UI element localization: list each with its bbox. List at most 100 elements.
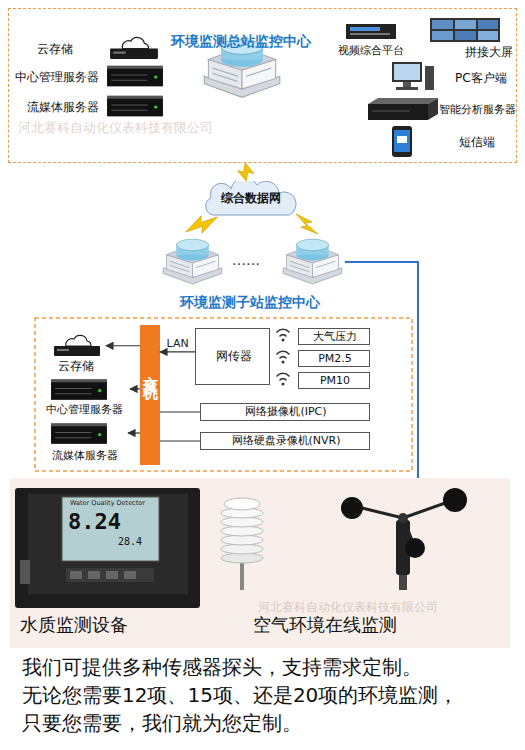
photo-band: [10, 478, 510, 648]
node-label: 综合数据网: [203, 191, 299, 205]
process-box: 网传器: [195, 328, 270, 385]
node-label: 网传器: [196, 349, 271, 363]
wifi-symbol: [282, 383, 285, 386]
node-label: 环境监测总站监控中心: [171, 33, 311, 50]
node-label: 拼接大屏: [465, 45, 513, 59]
node-label: 空气环境在线监测: [253, 614, 397, 636]
phone-icon: [394, 130, 410, 152]
anemometer: [443, 488, 467, 512]
node-label: 网络硬盘录像机(NVR): [201, 434, 371, 447]
cloud-storage-icon: [110, 37, 158, 58]
pc-icon: [396, 87, 418, 90]
cloud-storage-icon: [54, 335, 100, 356]
anemometer: [358, 507, 403, 518]
pc-icon: [392, 62, 434, 90]
node-label: 视频综合平台: [331, 44, 411, 57]
anemometer: [341, 488, 467, 590]
note-text: 只要您需要，我们就为您定制。: [22, 711, 302, 735]
node-label: PM2.5: [299, 352, 371, 365]
analysis-server-icon: [368, 98, 438, 120]
equipment-item: 视频综合平台: [331, 23, 411, 59]
building-icon: [283, 239, 342, 284]
lightning-symbol: [296, 214, 318, 234]
equipment-item: 云存储: [46, 334, 106, 376]
equipment-item: 智能分析服务器: [367, 97, 517, 123]
water-quality-device: [124, 571, 136, 579]
water-quality-device: [62, 497, 159, 561]
node-label: 云存储: [37, 42, 73, 56]
node-label: 环境监测子站监控中心: [180, 294, 320, 311]
node-label: 交换机: [140, 363, 160, 378]
video-wall-icon: [478, 31, 498, 40]
connector-line: [160, 440, 200, 441]
sensor-box: PM10: [298, 372, 370, 389]
anemometer: [403, 502, 448, 518]
wifi-symbol: [280, 379, 286, 380]
node-label: 大气压力: [299, 330, 371, 343]
node-label: 云存储: [46, 359, 106, 373]
pc-icon: [425, 66, 434, 90]
device-photo: 空气环境在线监测: [215, 478, 510, 640]
connector-line: [130, 388, 140, 389]
anemometer: [398, 513, 408, 523]
anemometer: [341, 497, 363, 519]
analysis-server-icon: [428, 98, 438, 120]
video-platform-icon: [346, 24, 396, 39]
lightning-link: [238, 163, 254, 181]
analysis-server-icon: [368, 98, 438, 104]
device-box: 网络硬盘录像机(NVR): [200, 432, 370, 450]
server-icon: [51, 379, 107, 400]
water-quality-device: [106, 571, 118, 579]
server-icon: [107, 96, 163, 117]
substation-frame: [35, 318, 412, 471]
sensor-box: 大气压力: [298, 328, 370, 345]
connector-line: [106, 345, 140, 346]
node-label: 水质监测设备: [20, 614, 128, 636]
watermark: 河北赛科自动化仪表科技有限公司: [18, 120, 213, 136]
note-text: 无论您需要12项、15项、还是20项的环境监测，: [22, 683, 458, 707]
water-quality-device: [66, 568, 154, 582]
equipment-item: 云存储: [37, 37, 167, 63]
node-label: 智能分析服务器: [439, 103, 516, 116]
phone-icon: [397, 136, 407, 143]
device-screen-text: Water Quality Detector: [70, 500, 145, 508]
radiation-shield: [221, 498, 263, 590]
network-decor: [163, 167, 412, 284]
wifi-symbol: [277, 351, 289, 354]
node-label: 短信端: [459, 135, 495, 149]
video-wall-icon: [432, 31, 453, 40]
equipment-item: PC客户端: [389, 61, 515, 93]
equipment-item: 流媒体服务器: [27, 95, 167, 121]
node-label: 网络摄像机(IPC): [201, 405, 371, 418]
node-label: PC客户端: [455, 71, 507, 85]
video-platform-icon: [350, 33, 390, 35]
video-wall-icon: [430, 18, 500, 42]
water-quality-device: [15, 488, 200, 608]
radiation-shield: [240, 560, 244, 590]
anemometer: [405, 538, 425, 558]
wifi-symbol: [280, 357, 286, 358]
connector-line: [128, 432, 140, 433]
phone-icon: [392, 126, 412, 157]
equipment-item: 中心管理服务器: [15, 65, 167, 91]
wifi-symbol: [282, 339, 285, 386]
node-label: 流媒体服务器: [42, 449, 128, 462]
wifi-symbol: [280, 335, 286, 336]
water-quality-device: [15, 488, 200, 608]
server-icon: [107, 66, 163, 87]
phone-icon: [392, 126, 412, 157]
substation-group: 环境监测子站监控中心云存储中心管理服务器流媒体服务器交换机网传器大气压力PM2.…: [35, 232, 412, 471]
signal-line: [412, 262, 418, 478]
video-wall-icon: [455, 20, 476, 29]
ellipsis-mark: ……: [232, 252, 260, 269]
radiation-shield: [224, 498, 260, 510]
video-wall-icon: [478, 20, 498, 29]
wifi-symbol: [282, 339, 285, 342]
wifi-symbol: [282, 361, 285, 364]
pc-icon: [394, 64, 420, 80]
wifi-symbol: [277, 329, 289, 332]
video-wall-icon: [455, 31, 476, 40]
wifi-symbol: [277, 329, 289, 380]
station-group: 环境监测总站监控中心云存储中心管理服务器流媒体服务器 视频综合平台 拼接大屏 PC客户…: [8, 8, 517, 163]
